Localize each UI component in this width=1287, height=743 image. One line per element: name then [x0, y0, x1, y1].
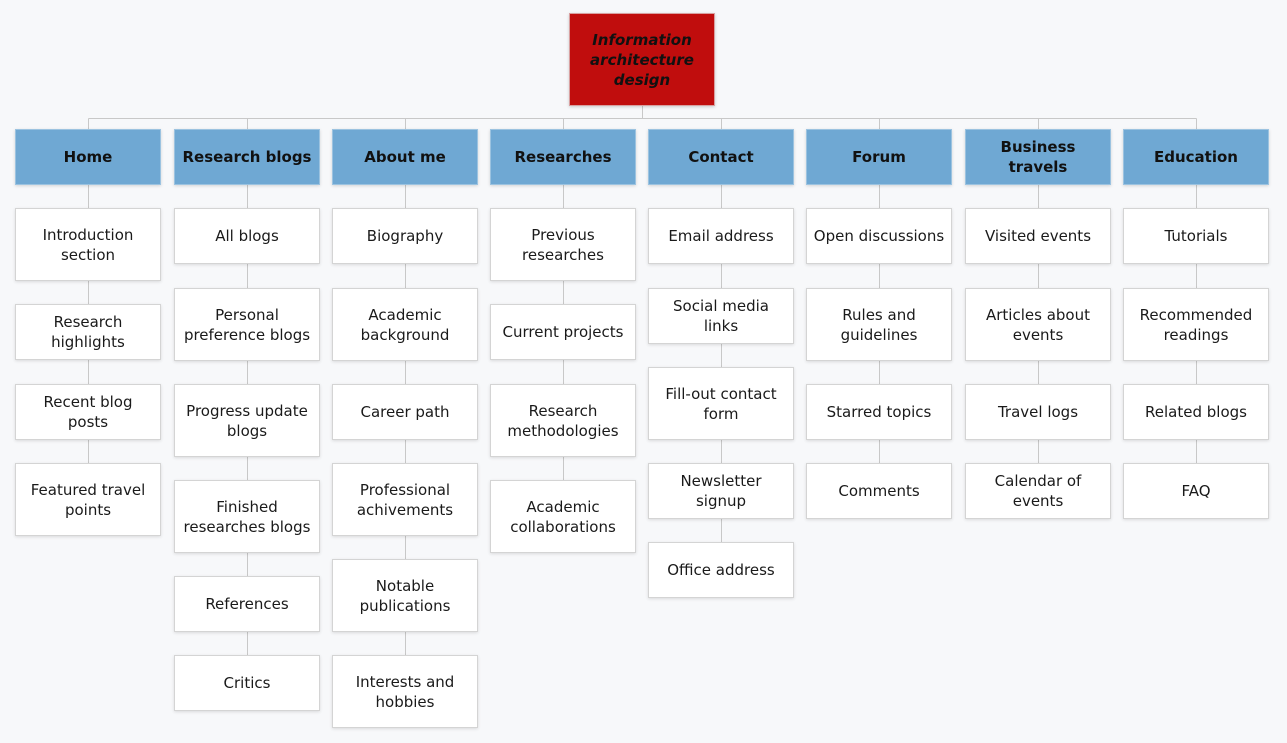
item-email-address: Email address — [648, 208, 794, 264]
item-newsletter-signup: Newsletter signup — [648, 463, 794, 519]
item-fill-out-contact-form: Fill-out contact form — [648, 367, 794, 440]
item-academic-background: Academic background — [332, 288, 478, 361]
category-home: Home — [15, 129, 161, 185]
item-calendar-of-events: Calendar of events — [965, 463, 1111, 519]
item-research-methodologies: Research methodologies — [490, 384, 636, 457]
item-office-address: Office address — [648, 542, 794, 598]
category-business-travels: Business travels — [965, 129, 1111, 185]
item-recommended-readings: Recommended readings — [1123, 288, 1269, 361]
item-related-blogs: Related blogs — [1123, 384, 1269, 440]
root-node: Information architecture design — [569, 13, 715, 106]
item-academic-collaborations: Academic collaborations — [490, 480, 636, 553]
item-biography: Biography — [332, 208, 478, 264]
item-notable-publications: Notable publications — [332, 559, 478, 632]
item-personal-preference-blogs: Personal preference blogs — [174, 288, 320, 361]
item-comments: Comments — [806, 463, 952, 519]
item-career-path: Career path — [332, 384, 478, 440]
item-references: References — [174, 576, 320, 632]
item-recent-blog-posts: Recent blog posts — [15, 384, 161, 440]
category-forum: Forum — [806, 129, 952, 185]
item-open-discussions: Open discussions — [806, 208, 952, 264]
item-faq: FAQ — [1123, 463, 1269, 519]
item-interests-and-hobbies: Interests and hobbies — [332, 655, 478, 728]
item-progress-update-blogs: Progress update blogs — [174, 384, 320, 457]
item-critics: Critics — [174, 655, 320, 711]
item-rules-and-guidelines: Rules and guidelines — [806, 288, 952, 361]
item-all-blogs: All blogs — [174, 208, 320, 264]
item-travel-logs: Travel logs — [965, 384, 1111, 440]
item-finished-researches-blogs: Finished researches blogs — [174, 480, 320, 553]
item-current-projects: Current projects — [490, 304, 636, 360]
category-contact: Contact — [648, 129, 794, 185]
item-introduction-section: Introduction section — [15, 208, 161, 281]
item-research-highlights: Research highlights — [15, 304, 161, 360]
category-education: Education — [1123, 129, 1269, 185]
item-starred-topics: Starred topics — [806, 384, 952, 440]
item-articles-about-events: Articles about events — [965, 288, 1111, 361]
category-about-me: About me — [332, 129, 478, 185]
item-previous-researches: Previous researches — [490, 208, 636, 281]
category-research-blogs: Research blogs — [174, 129, 320, 185]
item-social-media-links: Social media links — [648, 288, 794, 344]
item-professional-achivements: Professional achivements — [332, 463, 478, 536]
item-tutorials: Tutorials — [1123, 208, 1269, 264]
item-visited-events: Visited events — [965, 208, 1111, 264]
category-researches: Researches — [490, 129, 636, 185]
item-featured-travel-points: Featured travel points — [15, 463, 161, 536]
